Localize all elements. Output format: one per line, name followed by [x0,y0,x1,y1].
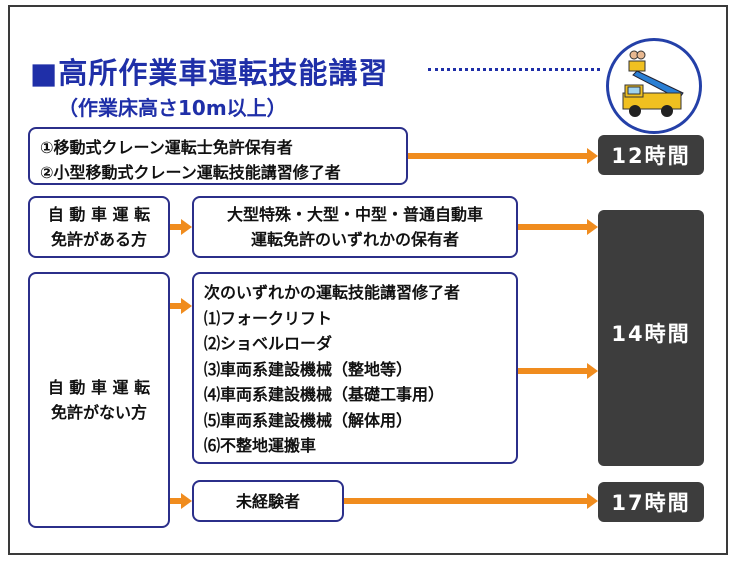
row3-condition-line-7: ⑹不整地運搬車 [204,436,317,455]
page-subtitle: （作業床高さ10m以上） [58,96,287,120]
inexperienced-label: 未経験者 [235,491,300,511]
inexperienced-arrow [344,493,598,509]
inexperienced-hours-badge: 17時間 [598,482,704,522]
row3-condition-line-6: ⑸車両系建設機械（解体用） [204,410,413,430]
row3-condition-line-5: ⑷車両系建設機械（基礎工事用） [204,385,445,404]
row2-arrow [518,219,598,235]
inexperienced-small-arrow [170,493,192,509]
aerial-work-platform-truck-icon [606,38,702,134]
page-title: ■高所作業車運転技能講習 [30,56,389,90]
row3-condition-box: 次のいずれかの運転技能講習修了者 ⑴フォークリフト ⑵ショベルローダ ⑶車両系建… [192,272,518,464]
row2-category-line-2: 免許がある方 [50,230,147,249]
row2-category-box: 自 動 車 運 転 免許がある方 [28,196,170,258]
row2-condition-line-1: 大型特殊・大型・中型・普通自動車 [226,205,483,224]
row2-condition-line-2: 運転免許のいずれかの保有者 [250,230,459,249]
row2-condition-box: 大型特殊・大型・中型・普通自動車 運転免許のいずれかの保有者 [192,196,518,258]
row1-line-1: ①移動式クレーン運転士免許保有者 [40,138,293,157]
row3-category-line-2: 免許がない方 [50,403,147,422]
row2-category-line-1: 自 動 車 運 転 [47,205,151,224]
row2-small-arrow [170,219,192,235]
row1-arrow [408,148,598,164]
row3-condition-line-3: ⑵ショベルローダ [204,334,333,353]
row3-category-box: 自 動 車 運 転 免許がない方 [28,272,170,528]
row3-small-arrow [170,298,192,314]
row1-condition-box: ①移動式クレーン運転士免許保有者 ②小型移動式クレーン運転技能講習修了者 [28,127,408,185]
row3-condition-line-1: 次のいずれかの運転技能講習修了者 [204,283,461,302]
shared-hours-badge: 14時間 [598,210,704,466]
row3-condition-line-4: ⑶車両系建設機械（整地等） [204,359,413,379]
row3-arrow [518,363,598,379]
inexperienced-box: 未経験者 [192,480,344,522]
row1-hours-badge: 12時間 [598,135,704,175]
row3-category-line-1: 自 動 車 運 転 [47,378,151,397]
row1-line-2: ②小型移動式クレーン運転技能講習修了者 [40,163,341,182]
dotted-leader [428,68,600,71]
row3-condition-line-2: ⑴フォークリフト [204,308,333,328]
